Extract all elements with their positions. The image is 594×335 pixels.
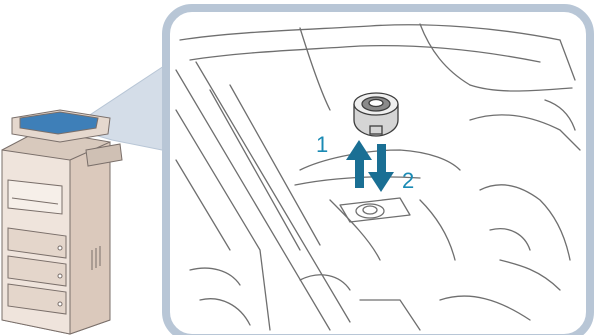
knob-part-illustration: [354, 93, 398, 136]
multifunction-printer-illustration: [2, 110, 122, 334]
step-2-label: 2: [402, 170, 414, 192]
step-1-label: 1: [316, 134, 328, 156]
